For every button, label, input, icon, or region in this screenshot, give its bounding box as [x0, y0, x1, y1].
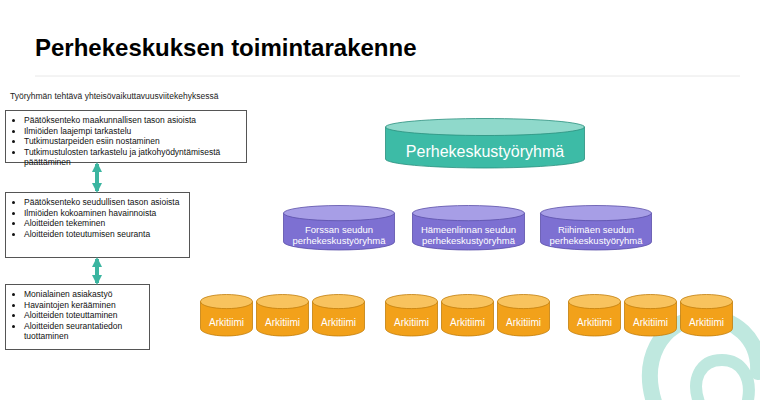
task-item: Aloitteiden toteuttaminen [24, 310, 145, 321]
task-item: Tutkimustulosten tarkastelu ja jatkohyöd… [24, 147, 242, 168]
cylinder-top [313, 295, 365, 309]
cylinder-top [625, 295, 677, 309]
team-name: Riihimäen seudun perhekeskustyöryhmä [543, 225, 649, 247]
cylinder-top [257, 295, 309, 309]
task-list: Monialainen asiakastyöHavaintojen kerääm… [6, 285, 149, 346]
cylinder-top [386, 295, 438, 309]
task-item: Aloitteiden tekeminen [24, 218, 185, 229]
team-cylinder: Arkitiimi [568, 294, 621, 336]
team-cylinder: Arkitiimi [624, 294, 677, 336]
task-item: Ilmiöiden laajempi tarkastelu [24, 126, 242, 137]
task-list: Päätöksenteko maakunnallisen tason asioi… [6, 111, 246, 172]
cylinder-text-wrap: Arkitiimi [256, 309, 309, 336]
cylinder-top [498, 295, 550, 309]
team-cylinder: Forssan seudun perhekeskustyöryhmä [283, 205, 395, 250]
cylinder-top [386, 119, 585, 136]
task-item: Havaintojen kerääminen [24, 300, 145, 311]
team-cylinder: Arkitiimi [441, 294, 494, 336]
cylinder-top [541, 206, 652, 221]
cylinder-text-wrap: Forssan seudun perhekeskustyöryhmä [283, 221, 395, 250]
cylinder-top [442, 295, 494, 309]
cylinder-text-wrap: Arkitiimi [312, 309, 365, 336]
team-name: Arkitiimi [577, 317, 612, 329]
cylinder-outline [680, 294, 733, 336]
cylinder-text-wrap: Hämeenlinnan seudun perhekeskustyöryhmä [412, 221, 525, 250]
task-box: Päätöksenteko seudullisen tason asioista… [5, 192, 190, 258]
team-name: Arkitiimi [450, 317, 485, 329]
cylinder-outline [624, 294, 677, 336]
team-cylinder: Arkitiimi [497, 294, 550, 336]
team-name: Arkitiimi [209, 317, 244, 329]
team-name: Arkitiimi [633, 317, 668, 329]
task-list: Päätöksenteko seudullisen tason asioista… [6, 193, 189, 243]
task-box: Päätöksenteko maakunnallisen tason asioi… [5, 110, 247, 163]
cylinder-outline [256, 294, 309, 336]
task-box: Monialainen asiakastyöHavaintojen kerääm… [5, 284, 150, 350]
task-item: Tutkimustarpeiden esiin nostaminen [24, 136, 242, 147]
team-name: Arkitiimi [321, 317, 356, 329]
cylinder-outline [497, 294, 550, 336]
team-name: Arkitiimi [506, 317, 541, 329]
cylinder-outline [385, 294, 438, 336]
team-name: Perhekeskustyöryhmä [406, 143, 564, 161]
cylinder-text-wrap: Arkitiimi [441, 309, 494, 336]
title-rule [35, 76, 740, 77]
team-cylinder: Perhekeskustyöryhmä [385, 118, 585, 168]
cylinder-outline [200, 294, 253, 336]
cylinder-text-wrap: Arkitiimi [624, 309, 677, 336]
team-cylinder: Hämeenlinnan seudun perhekeskustyöryhmä [412, 205, 525, 250]
team-cylinder: Arkitiimi [312, 294, 365, 336]
cylinder-top [413, 206, 525, 221]
cylinder-top [569, 295, 621, 309]
cylinder-outline [312, 294, 365, 336]
task-item: Päätöksenteko seudullisen tason asioista [24, 197, 185, 208]
cylinder-text-wrap: Arkitiimi [568, 309, 621, 336]
double-arrow [95, 164, 99, 191]
task-item: Päätöksenteko maakunnallisen tason asioi… [24, 115, 242, 126]
task-item: Aloitteiden seurantatiedon tuottaminen [24, 321, 145, 342]
team-cylinder: Arkitiimi [200, 294, 253, 336]
team-name: Arkitiimi [689, 317, 724, 329]
task-item: Monialainen asiakastyö [24, 289, 145, 300]
cylinder-text-wrap: Arkitiimi [385, 309, 438, 336]
cylinder-outline [441, 294, 494, 336]
team-name: Arkitiimi [265, 317, 300, 329]
diagram-title: Perhekeskuksen toimintarakenne [35, 34, 417, 62]
team-name: Forssan seudun perhekeskustyöryhmä [286, 225, 392, 247]
team-name: Arkitiimi [394, 317, 429, 329]
cylinder-top [284, 206, 395, 221]
cylinder-text-wrap: Arkitiimi [497, 309, 550, 336]
section-label: Työryhmän tehtävä yhteisövaikuttavuusvii… [10, 91, 218, 101]
cylinder-top [681, 295, 733, 309]
cylinder-text-wrap: Arkitiimi [200, 309, 253, 336]
double-arrow [95, 259, 99, 283]
team-cylinder: Arkitiimi [256, 294, 309, 336]
team-name: Hämeenlinnan seudun perhekeskustyöryhmä [415, 225, 522, 247]
cylinder-text-wrap: Riihimäen seudun perhekeskustyöryhmä [540, 221, 652, 250]
task-item: Aloitteiden toteutumisen seuranta [24, 229, 185, 240]
task-item: Ilmiöiden kokoaminen havainnoista [24, 208, 185, 219]
cylinder-text-wrap: Arkitiimi [680, 309, 733, 336]
team-cylinder: Riihimäen seudun perhekeskustyöryhmä [540, 205, 652, 250]
cylinder-outline [568, 294, 621, 336]
team-cylinder: Arkitiimi [680, 294, 733, 336]
cylinder-top [201, 295, 253, 309]
team-cylinder: Arkitiimi [385, 294, 438, 336]
cylinder-text-wrap: Perhekeskustyöryhmä [385, 136, 585, 168]
